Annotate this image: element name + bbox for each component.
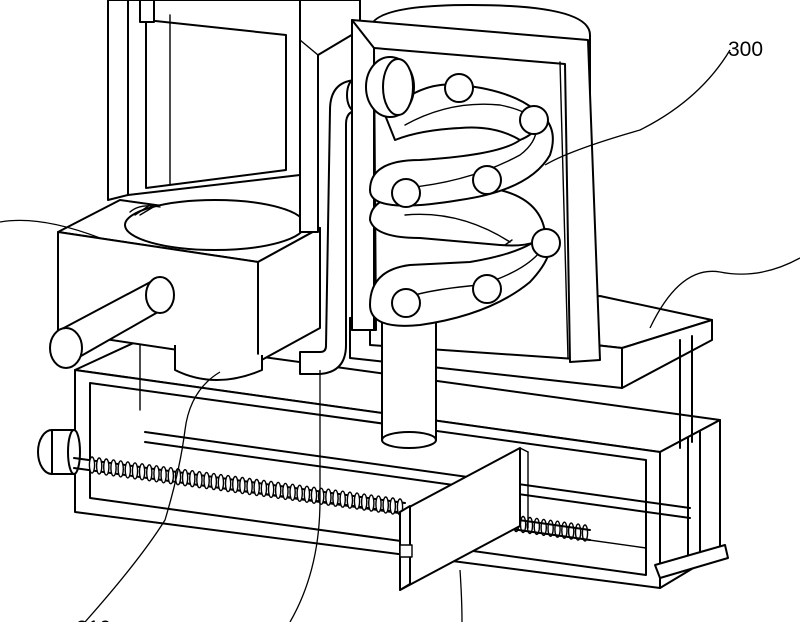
screw-thread <box>167 467 175 485</box>
screw-thread <box>95 457 103 475</box>
screw-thread <box>253 478 261 497</box>
screw-thread <box>138 463 146 481</box>
screw-thread <box>131 462 139 480</box>
screw-thread <box>246 477 253 496</box>
screw-thread <box>88 456 96 474</box>
screw-thread <box>124 461 132 479</box>
screw-thread <box>360 493 368 511</box>
screw-thread <box>389 497 397 515</box>
screw-thread <box>210 472 218 491</box>
screw-thread <box>117 460 124 478</box>
screw-thread <box>224 474 232 493</box>
screw-thread <box>239 476 246 495</box>
screw-thread <box>103 458 110 476</box>
screw-thread <box>260 479 268 498</box>
spiral-node <box>472 274 502 304</box>
screw-thread <box>203 471 210 490</box>
label-300: 300 <box>728 38 763 61</box>
screw-thread <box>382 496 390 514</box>
left-upper-panel <box>107 0 361 233</box>
screw-thread <box>267 480 275 499</box>
screw-thread <box>217 473 225 492</box>
screw-thread <box>231 475 239 494</box>
label-bottom-left: 210 <box>76 617 111 622</box>
side-shaft <box>49 276 175 369</box>
screw-thread <box>110 459 117 477</box>
screw-thread <box>289 483 296 501</box>
screw-thread <box>353 492 361 510</box>
screw-thread <box>367 494 375 512</box>
screw-thread <box>296 484 304 502</box>
spiral-node <box>472 165 502 195</box>
screw-thread <box>375 495 382 513</box>
screw-thread <box>303 485 311 503</box>
spiral-nodes <box>391 73 561 318</box>
screw-thread <box>145 464 153 482</box>
screw-thread <box>196 471 203 489</box>
screw-thread <box>181 469 189 487</box>
screw-thread <box>339 490 347 508</box>
spiral-tower <box>351 4 601 449</box>
spiral-node <box>444 73 474 103</box>
screw-thread <box>153 465 160 483</box>
screw-threads-left <box>88 456 404 516</box>
spiral-node <box>391 288 421 318</box>
screw-thread <box>346 491 354 509</box>
screw-thread <box>282 482 289 501</box>
spiral-node <box>531 228 561 258</box>
screw-thread <box>188 470 196 488</box>
slider-plate <box>399 447 529 591</box>
screw-thread <box>325 488 332 506</box>
lower-box <box>57 199 321 381</box>
screw-thread <box>274 481 282 500</box>
leader-lines <box>0 49 800 622</box>
screw-thread <box>332 489 339 507</box>
spiral-node <box>519 105 549 135</box>
spiral-node <box>391 178 421 208</box>
screw-thread <box>310 486 318 504</box>
screw-thread <box>160 466 167 484</box>
